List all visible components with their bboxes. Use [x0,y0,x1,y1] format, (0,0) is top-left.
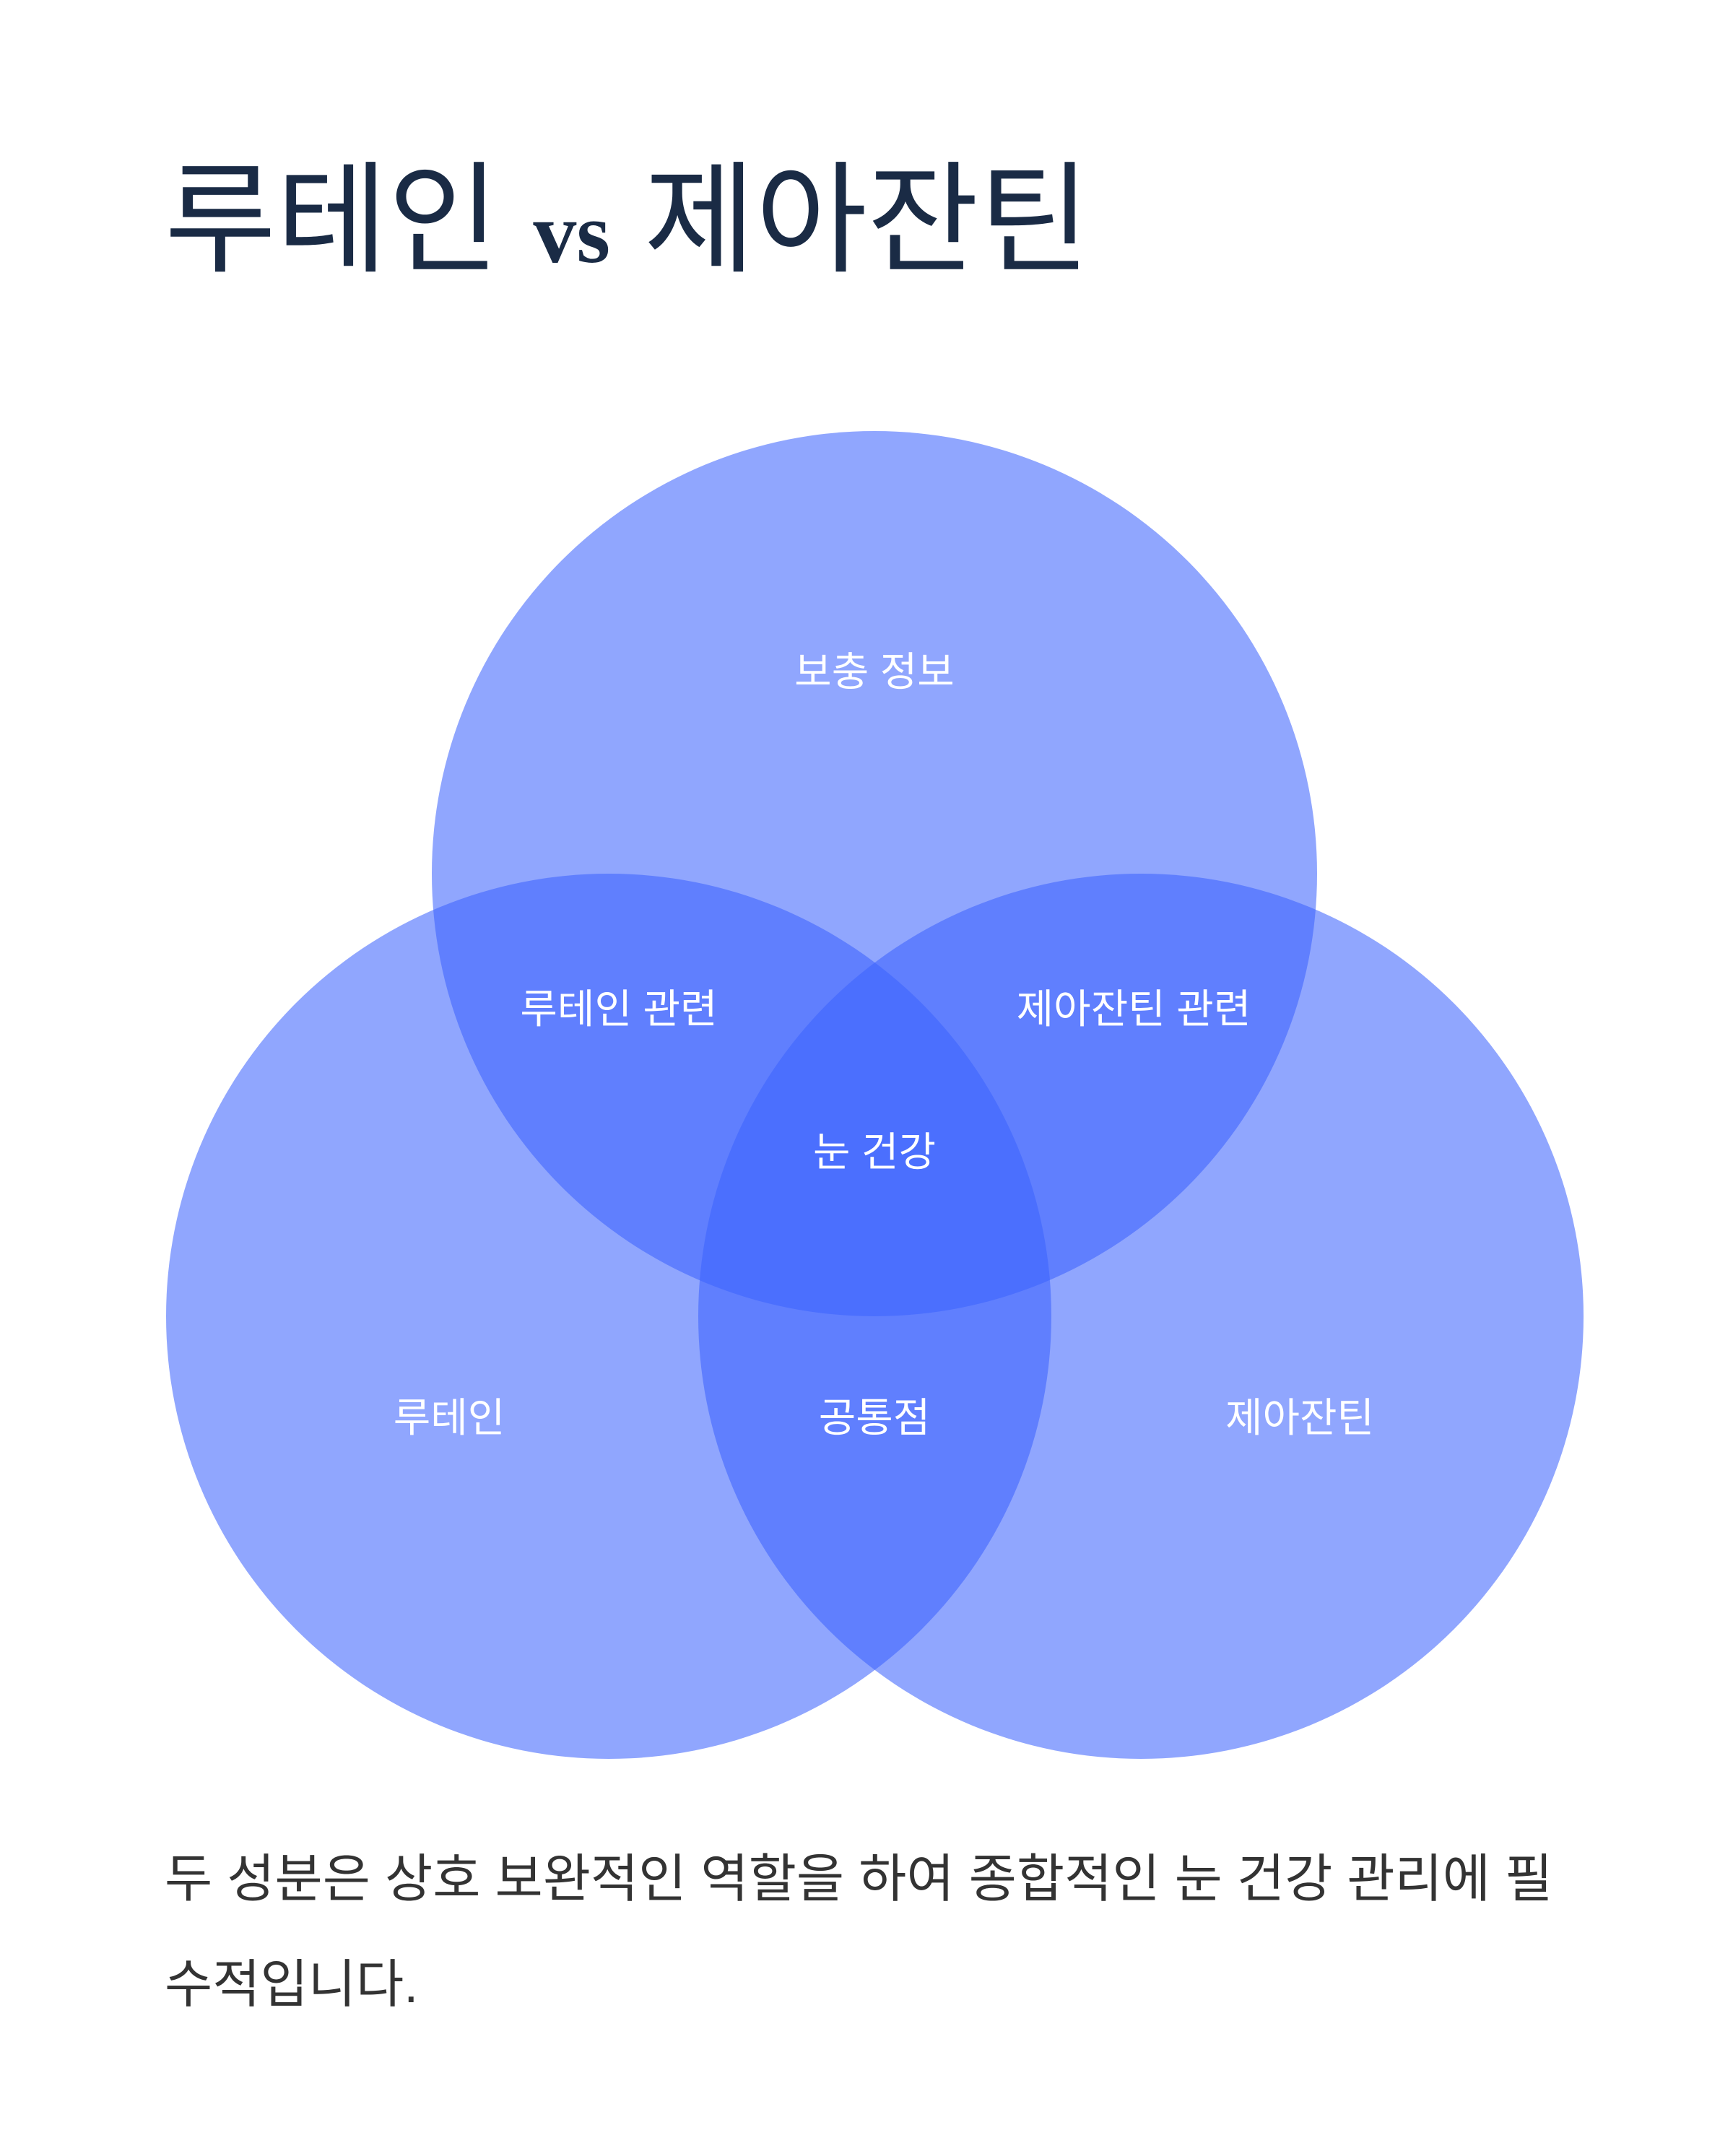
label-right: 제아잔틴 [1225,1395,1374,1440]
label-left: 루테인 [394,1395,505,1440]
label-bottom-center: 공통점 [819,1395,931,1440]
label-top-left: 루테인 관련 [520,986,717,1032]
title-lutein: 루테인 [165,152,500,288]
label-center: 눈 건강 [813,1129,936,1175]
title-vs: vs [533,185,611,281]
label-top: 보충 정보 [794,649,955,695]
page-title: 루테인 vs 제아잔틴 [165,148,1090,294]
description: 두 성분은 상호 보완적인 역할을 하여 종합적인 눈 건강 관리에 필수적입니… [165,1851,1553,2014]
label-top-right: 제아잔틴 관련 [1017,986,1251,1032]
circle-zeaxanthin [698,874,1584,1759]
title-zeaxanthin: 제아잔틴 [643,152,1091,288]
